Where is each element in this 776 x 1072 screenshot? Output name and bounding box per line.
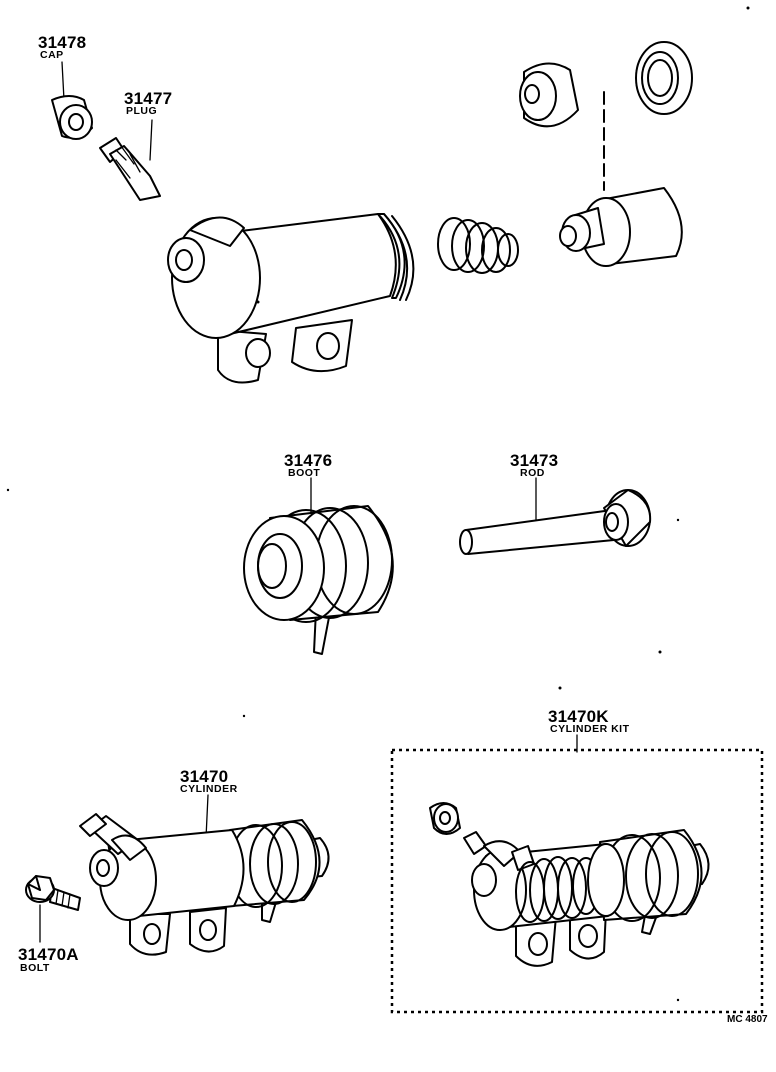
bolt-part-name: BOLT — [20, 962, 50, 974]
drawing-code: MC 4807 — [727, 1014, 768, 1025]
cylinder-part-number: 31470 — [180, 767, 229, 786]
cap-part-name: CAP — [40, 49, 64, 61]
cap-part-number: 31478 — [38, 33, 87, 52]
cylinder-kit-part-number: 31470K — [548, 707, 609, 726]
plug-drawing — [100, 138, 160, 200]
piston-drawing — [520, 42, 692, 266]
print-specks — [6, 6, 750, 1002]
exploded-cylinder-body — [168, 214, 413, 382]
rod-part-name: ROD — [520, 467, 545, 479]
rod-drawing — [460, 490, 650, 554]
leader-cylinder — [206, 795, 208, 838]
cylinder-part-name: CYLINDER — [180, 783, 238, 795]
boot-drawing — [244, 506, 393, 654]
leader-cap — [62, 62, 64, 100]
leader-lines — [40, 62, 604, 942]
rod-part-number: 31473 — [510, 451, 559, 470]
bolt-drawing — [26, 876, 80, 910]
boot-part-number: 31476 — [284, 451, 333, 470]
cap-drawing — [52, 96, 92, 139]
cylinder-kit-box — [392, 750, 762, 1012]
plug-part-name: PLUG — [126, 105, 158, 117]
kit-drawing — [430, 803, 709, 966]
bolt-part-number: 31470A — [18, 945, 79, 964]
plug-part-number: 31477 — [124, 89, 173, 108]
cylinder-drawing — [80, 814, 329, 955]
boot-part-name: BOOT — [288, 467, 321, 479]
spring-drawing — [438, 218, 518, 273]
cylinder-kit-part-name: CYLINDER KIT — [550, 723, 630, 735]
leader-plug — [150, 120, 152, 160]
